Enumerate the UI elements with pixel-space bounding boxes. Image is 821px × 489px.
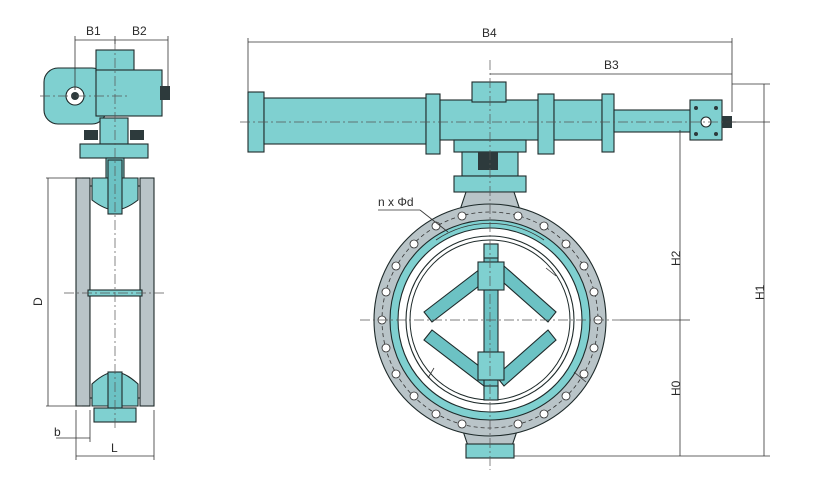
b1-label: B1 — [86, 24, 101, 38]
bolt-hole — [457, 211, 467, 221]
gearbox-body — [95, 69, 163, 117]
bolt-hole — [539, 409, 549, 419]
bolt-hole — [579, 369, 589, 379]
bolt-hole — [561, 239, 571, 249]
b4-label: B4 — [482, 26, 497, 40]
cylinder-flange-1 — [425, 93, 441, 155]
bolt-hole — [391, 369, 401, 379]
cylinder-top-boss — [471, 81, 507, 103]
rod-end-bolt-1 — [694, 106, 698, 110]
bolt-holes-label: n x Φd — [378, 195, 414, 209]
bolt-hole — [561, 391, 571, 401]
rod-end-bolt-4 — [714, 132, 718, 136]
h1-label: H1 — [753, 284, 767, 300]
bolt-hole — [409, 239, 419, 249]
bolt-note-leader — [419, 209, 449, 233]
gearbox-shaft-dot — [71, 92, 79, 100]
h2-label: H2 — [669, 250, 683, 266]
bolt-hole — [513, 211, 523, 221]
bolt-hole — [539, 221, 549, 231]
disc-upper-hub — [477, 261, 505, 291]
left-bolt-head — [84, 130, 98, 140]
gearbox-neck — [99, 117, 129, 145]
bolt-hole — [431, 409, 441, 419]
b3-label: B3 — [604, 58, 619, 72]
arrow-tick-right — [545, 267, 557, 277]
b2-label: B2 — [132, 24, 147, 38]
front-view: n x Φd B4 B3 H2 H0 H1 — [240, 26, 770, 470]
bolt-hole — [431, 221, 441, 231]
bolt-hole — [579, 261, 589, 271]
cylinder-flange-3 — [601, 93, 615, 153]
stem-top-block — [483, 243, 499, 259]
cylinder-barrel-left — [263, 97, 427, 145]
bolt-hole — [409, 391, 419, 401]
bolt-hole — [589, 343, 599, 353]
rod-end-bolt-3 — [694, 132, 698, 136]
bolt-hole — [391, 261, 401, 271]
arrow-tick-left — [427, 367, 435, 379]
cylinder-barrel-right — [553, 99, 603, 141]
side-view: B1 B2 D b L — [31, 24, 170, 460]
arrow-tick-lower — [573, 371, 587, 383]
l-label: L — [111, 441, 118, 455]
disc-lower-hub — [477, 351, 505, 381]
mounting-plate — [79, 143, 149, 159]
gearbox-side-nut — [160, 86, 170, 100]
bolt-hole — [381, 287, 391, 297]
piston-rod — [613, 109, 693, 133]
h0-label: H0 — [669, 380, 683, 396]
cylinder-flange-2 — [537, 93, 555, 155]
disc-vane-lower-right — [495, 329, 557, 387]
coupling-nut — [478, 152, 498, 170]
bolt-hole — [381, 343, 391, 353]
bolt-hole — [513, 419, 523, 429]
bolt-holes — [377, 211, 603, 429]
bolt-hole — [589, 287, 599, 297]
bolt-hole — [457, 419, 467, 429]
d-label: D — [31, 297, 45, 306]
right-bolt-head — [130, 130, 144, 140]
b-label: b — [54, 425, 61, 439]
rod-end-bolt-2 — [714, 106, 718, 110]
stem-bottom-block — [483, 385, 499, 401]
